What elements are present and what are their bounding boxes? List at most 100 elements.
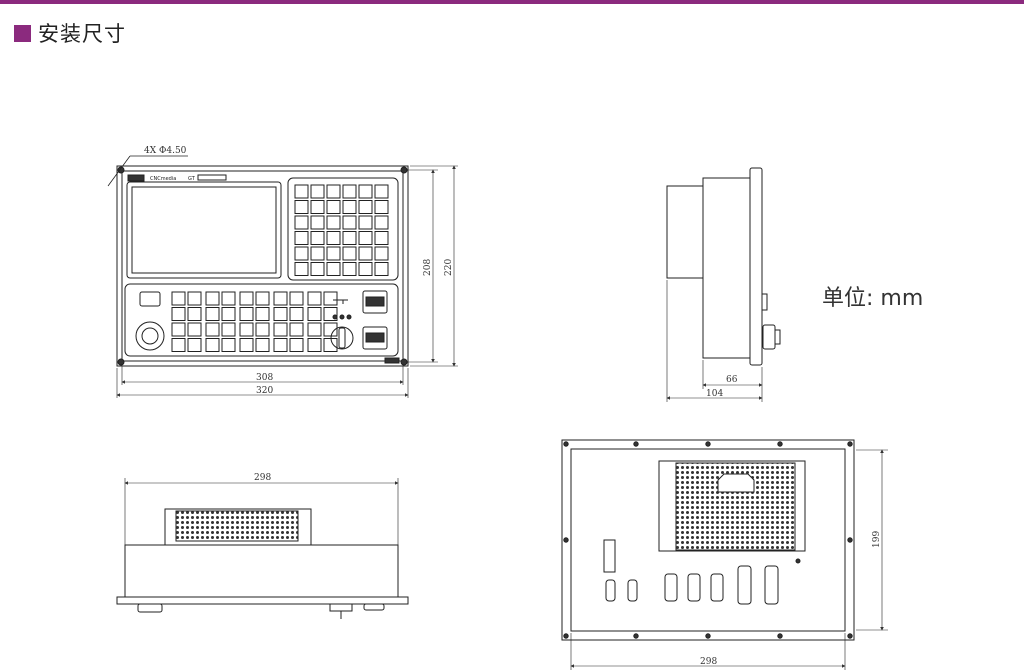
- keypad-key: [374, 231, 389, 245]
- dim-outer-width: 320: [256, 386, 273, 396]
- model-strip: [197, 174, 227, 181]
- screw-hole: [777, 441, 783, 447]
- keypad-key: [289, 338, 304, 352]
- dim-inner-height: 208: [423, 259, 433, 276]
- keypad-key: [289, 307, 304, 321]
- rear-connectors: [605, 565, 779, 605]
- keypad-key: [326, 215, 341, 230]
- dim-depth-total: 104: [706, 389, 723, 399]
- side-knob-stub: [761, 293, 768, 311]
- keypad-key: [187, 307, 202, 321]
- top-view: 298: [116, 473, 409, 619]
- keypad-key: [310, 184, 325, 199]
- keypad-key: [171, 291, 186, 306]
- keypad-key: [239, 338, 254, 352]
- connector-db: [605, 579, 616, 602]
- side-front-bezel: [749, 167, 763, 366]
- keypad-key: [187, 322, 202, 337]
- side-handwheel: [762, 324, 776, 350]
- keypad-key: [239, 322, 254, 337]
- keypad-key: [187, 338, 202, 352]
- keypad-key: [326, 262, 341, 276]
- keypad-key: [358, 200, 373, 214]
- mount-hole: [117, 358, 125, 366]
- connector-db: [737, 565, 752, 605]
- keypad-key: [255, 307, 270, 321]
- top-body: [124, 544, 399, 598]
- front-view: CNCmedia GT 4X Φ4.50: [107, 146, 458, 398]
- keypad-key: [358, 215, 373, 230]
- unit-label: 单位: mm: [822, 286, 924, 311]
- keypad-key: [171, 322, 186, 337]
- top-front-bezel: [116, 596, 409, 605]
- keypad-key: [294, 262, 309, 276]
- keypad-key: [221, 322, 236, 337]
- keypad-key: [342, 215, 357, 230]
- keypad-key: [307, 322, 322, 337]
- keypad-key: [289, 291, 304, 306]
- mount-hole: [117, 166, 125, 174]
- screw-hole: [847, 633, 853, 639]
- side-body: [702, 177, 751, 359]
- keypad-key: [171, 338, 186, 352]
- rear-screw-holes: [563, 441, 853, 639]
- keypad-key: [273, 322, 288, 337]
- keypad-key: [358, 246, 373, 261]
- connector-db: [664, 573, 678, 602]
- dim-outer-height: 220: [444, 259, 454, 276]
- keypad-key: [326, 184, 341, 199]
- screw-hole: [563, 441, 569, 447]
- keypad-key: [255, 322, 270, 337]
- display-screen: [131, 186, 277, 274]
- selector-knob: [330, 326, 354, 350]
- connector-db: [710, 573, 724, 602]
- handwheel-inner: [141, 327, 159, 345]
- keypad-key: [374, 200, 389, 214]
- dim-inner-width: 308: [256, 373, 273, 383]
- keypad-key: [221, 307, 236, 321]
- keypad-key: [342, 262, 357, 276]
- led-window: [139, 291, 161, 307]
- button-stop: [362, 326, 388, 350]
- screw-hole: [847, 537, 853, 543]
- title-square-icon: [14, 24, 31, 42]
- keypad-key: [221, 291, 236, 306]
- screw-hole: [847, 441, 853, 447]
- keypad-key: [310, 215, 325, 230]
- keypad-key: [342, 246, 357, 261]
- keypad-key: [374, 215, 389, 230]
- keypad-key: [323, 322, 338, 337]
- screw-hole: [633, 633, 639, 639]
- brand-logo-icon: [127, 174, 145, 182]
- keypad-key: [205, 322, 220, 337]
- model-text: GT: [188, 176, 196, 182]
- connector-db: [627, 579, 638, 602]
- dim-rear-width: 298: [700, 657, 717, 667]
- dim-rear-height: 199: [872, 531, 882, 548]
- keypad-key: [374, 246, 389, 261]
- keypad-key: [342, 200, 357, 214]
- keypad-key: [273, 291, 288, 306]
- keypad-key: [273, 307, 288, 321]
- keypad-key: [205, 291, 220, 306]
- rear-label-slot: [603, 539, 616, 573]
- lower-keypad: [171, 291, 338, 352]
- keypad-key: [323, 338, 338, 352]
- usb-icon: [333, 296, 348, 304]
- keypad-key: [342, 184, 357, 199]
- brand-text: CNCmedia: [150, 176, 176, 182]
- screw-hole: [633, 441, 639, 447]
- keypad-key: [310, 246, 325, 261]
- top-handwheel: [137, 603, 163, 613]
- keypad-key: [326, 200, 341, 214]
- keypad-key: [342, 231, 357, 245]
- side-handwheel-cap: [774, 329, 781, 345]
- right-keypad: [294, 184, 389, 276]
- keypad-key: [294, 215, 309, 230]
- button-start-label-plate: [365, 296, 385, 307]
- top-button: [363, 603, 385, 611]
- keypad-key: [307, 338, 322, 352]
- keypad-key: [294, 200, 309, 214]
- keypad-key: [374, 184, 389, 199]
- hole-note-label: 4X Φ4.50: [144, 146, 187, 156]
